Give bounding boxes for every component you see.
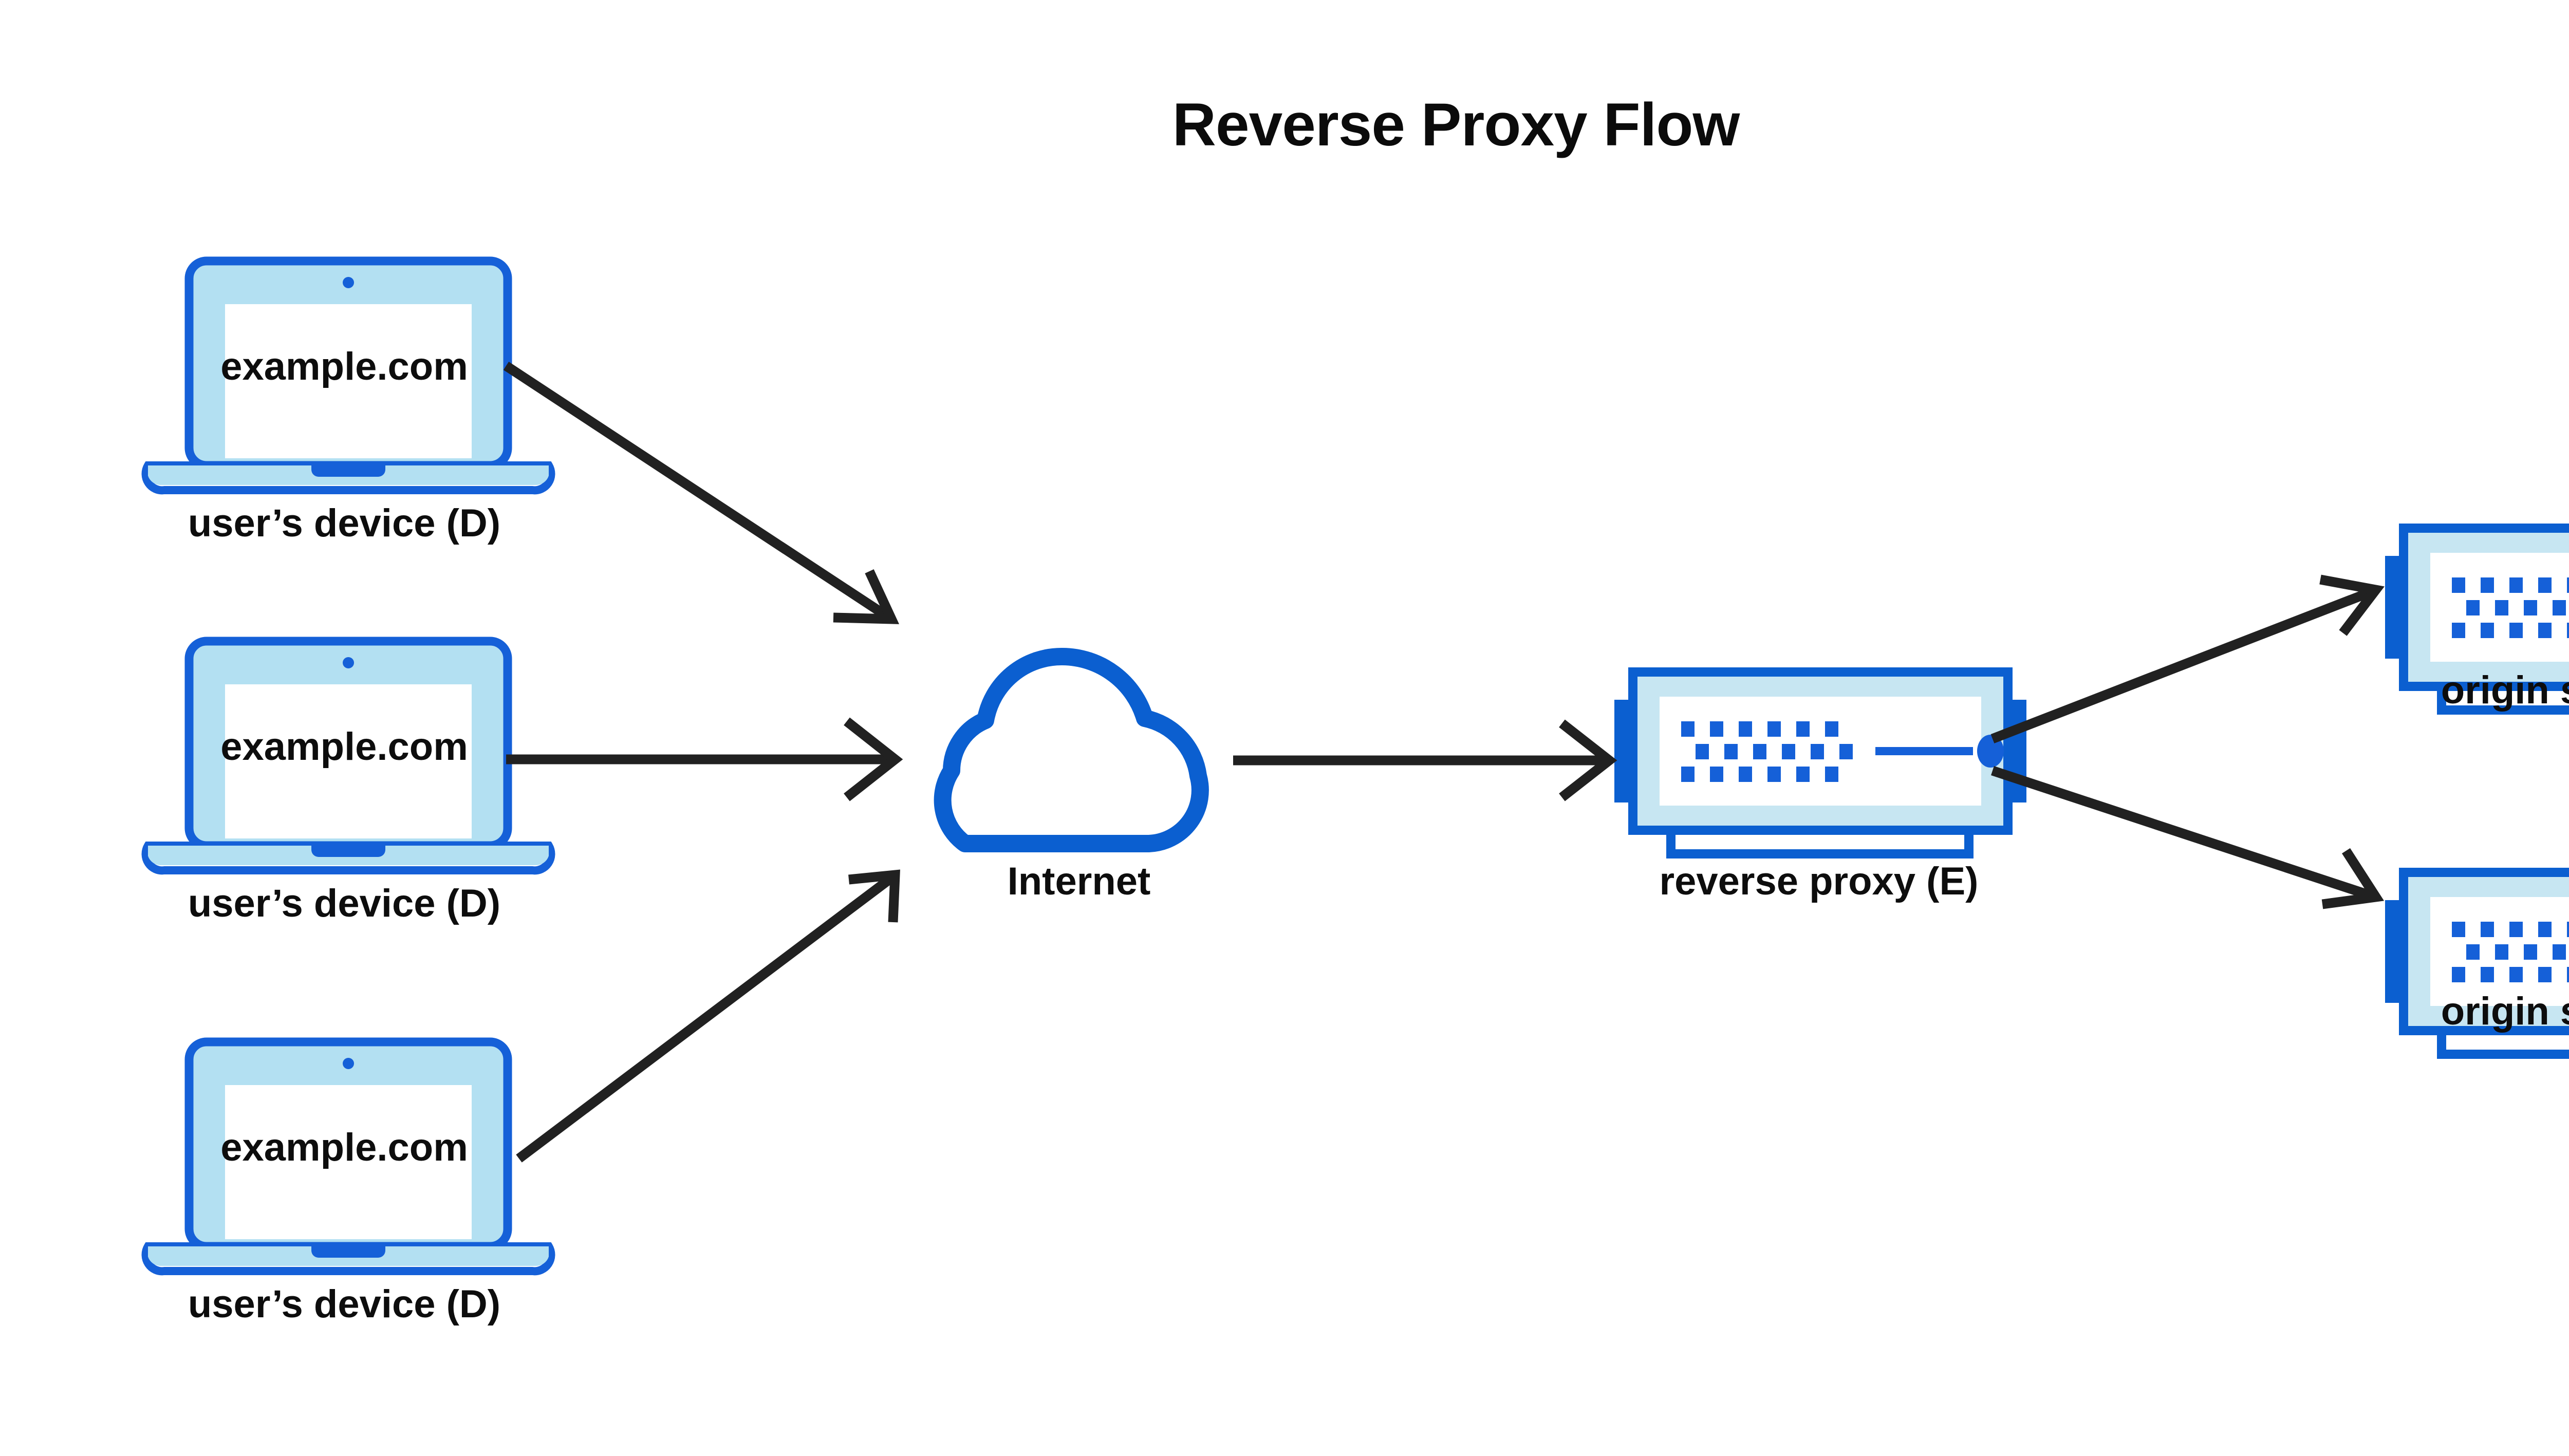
- caption-origin-1: origin server (F): [2441, 668, 2569, 712]
- caption-device-1: user’s device (D): [188, 501, 501, 545]
- arrow-proxy-to-origin2: [1991, 766, 2385, 909]
- caption-internet: Internet: [1007, 860, 1151, 903]
- caption-reverse-proxy: reverse proxy (E): [1659, 860, 1979, 903]
- arrow-device3-to-internet: [516, 869, 900, 1163]
- server-reverse-proxy: [1614, 672, 2026, 854]
- cloud-internet: [943, 657, 1200, 844]
- arrow-device2-to-internet: [506, 717, 903, 801]
- laptop-screen-text-1: example.com: [220, 345, 468, 388]
- laptop-screen-text-2: example.com: [220, 725, 468, 769]
- arrow-proxy-to-origin1: [1990, 574, 2385, 743]
- caption-origin-2: origin server (F): [2441, 990, 2569, 1033]
- arrow-internet-to-reverse-proxy: [1233, 719, 1617, 801]
- caption-device-2: user’s device (D): [188, 882, 501, 925]
- arrow-device1-to-internet: [503, 362, 900, 624]
- laptop-screen-text-3: example.com: [220, 1126, 468, 1169]
- caption-device-3: user’s device (D): [188, 1282, 501, 1326]
- page-title: Reverse Proxy Flow: [1172, 91, 1740, 159]
